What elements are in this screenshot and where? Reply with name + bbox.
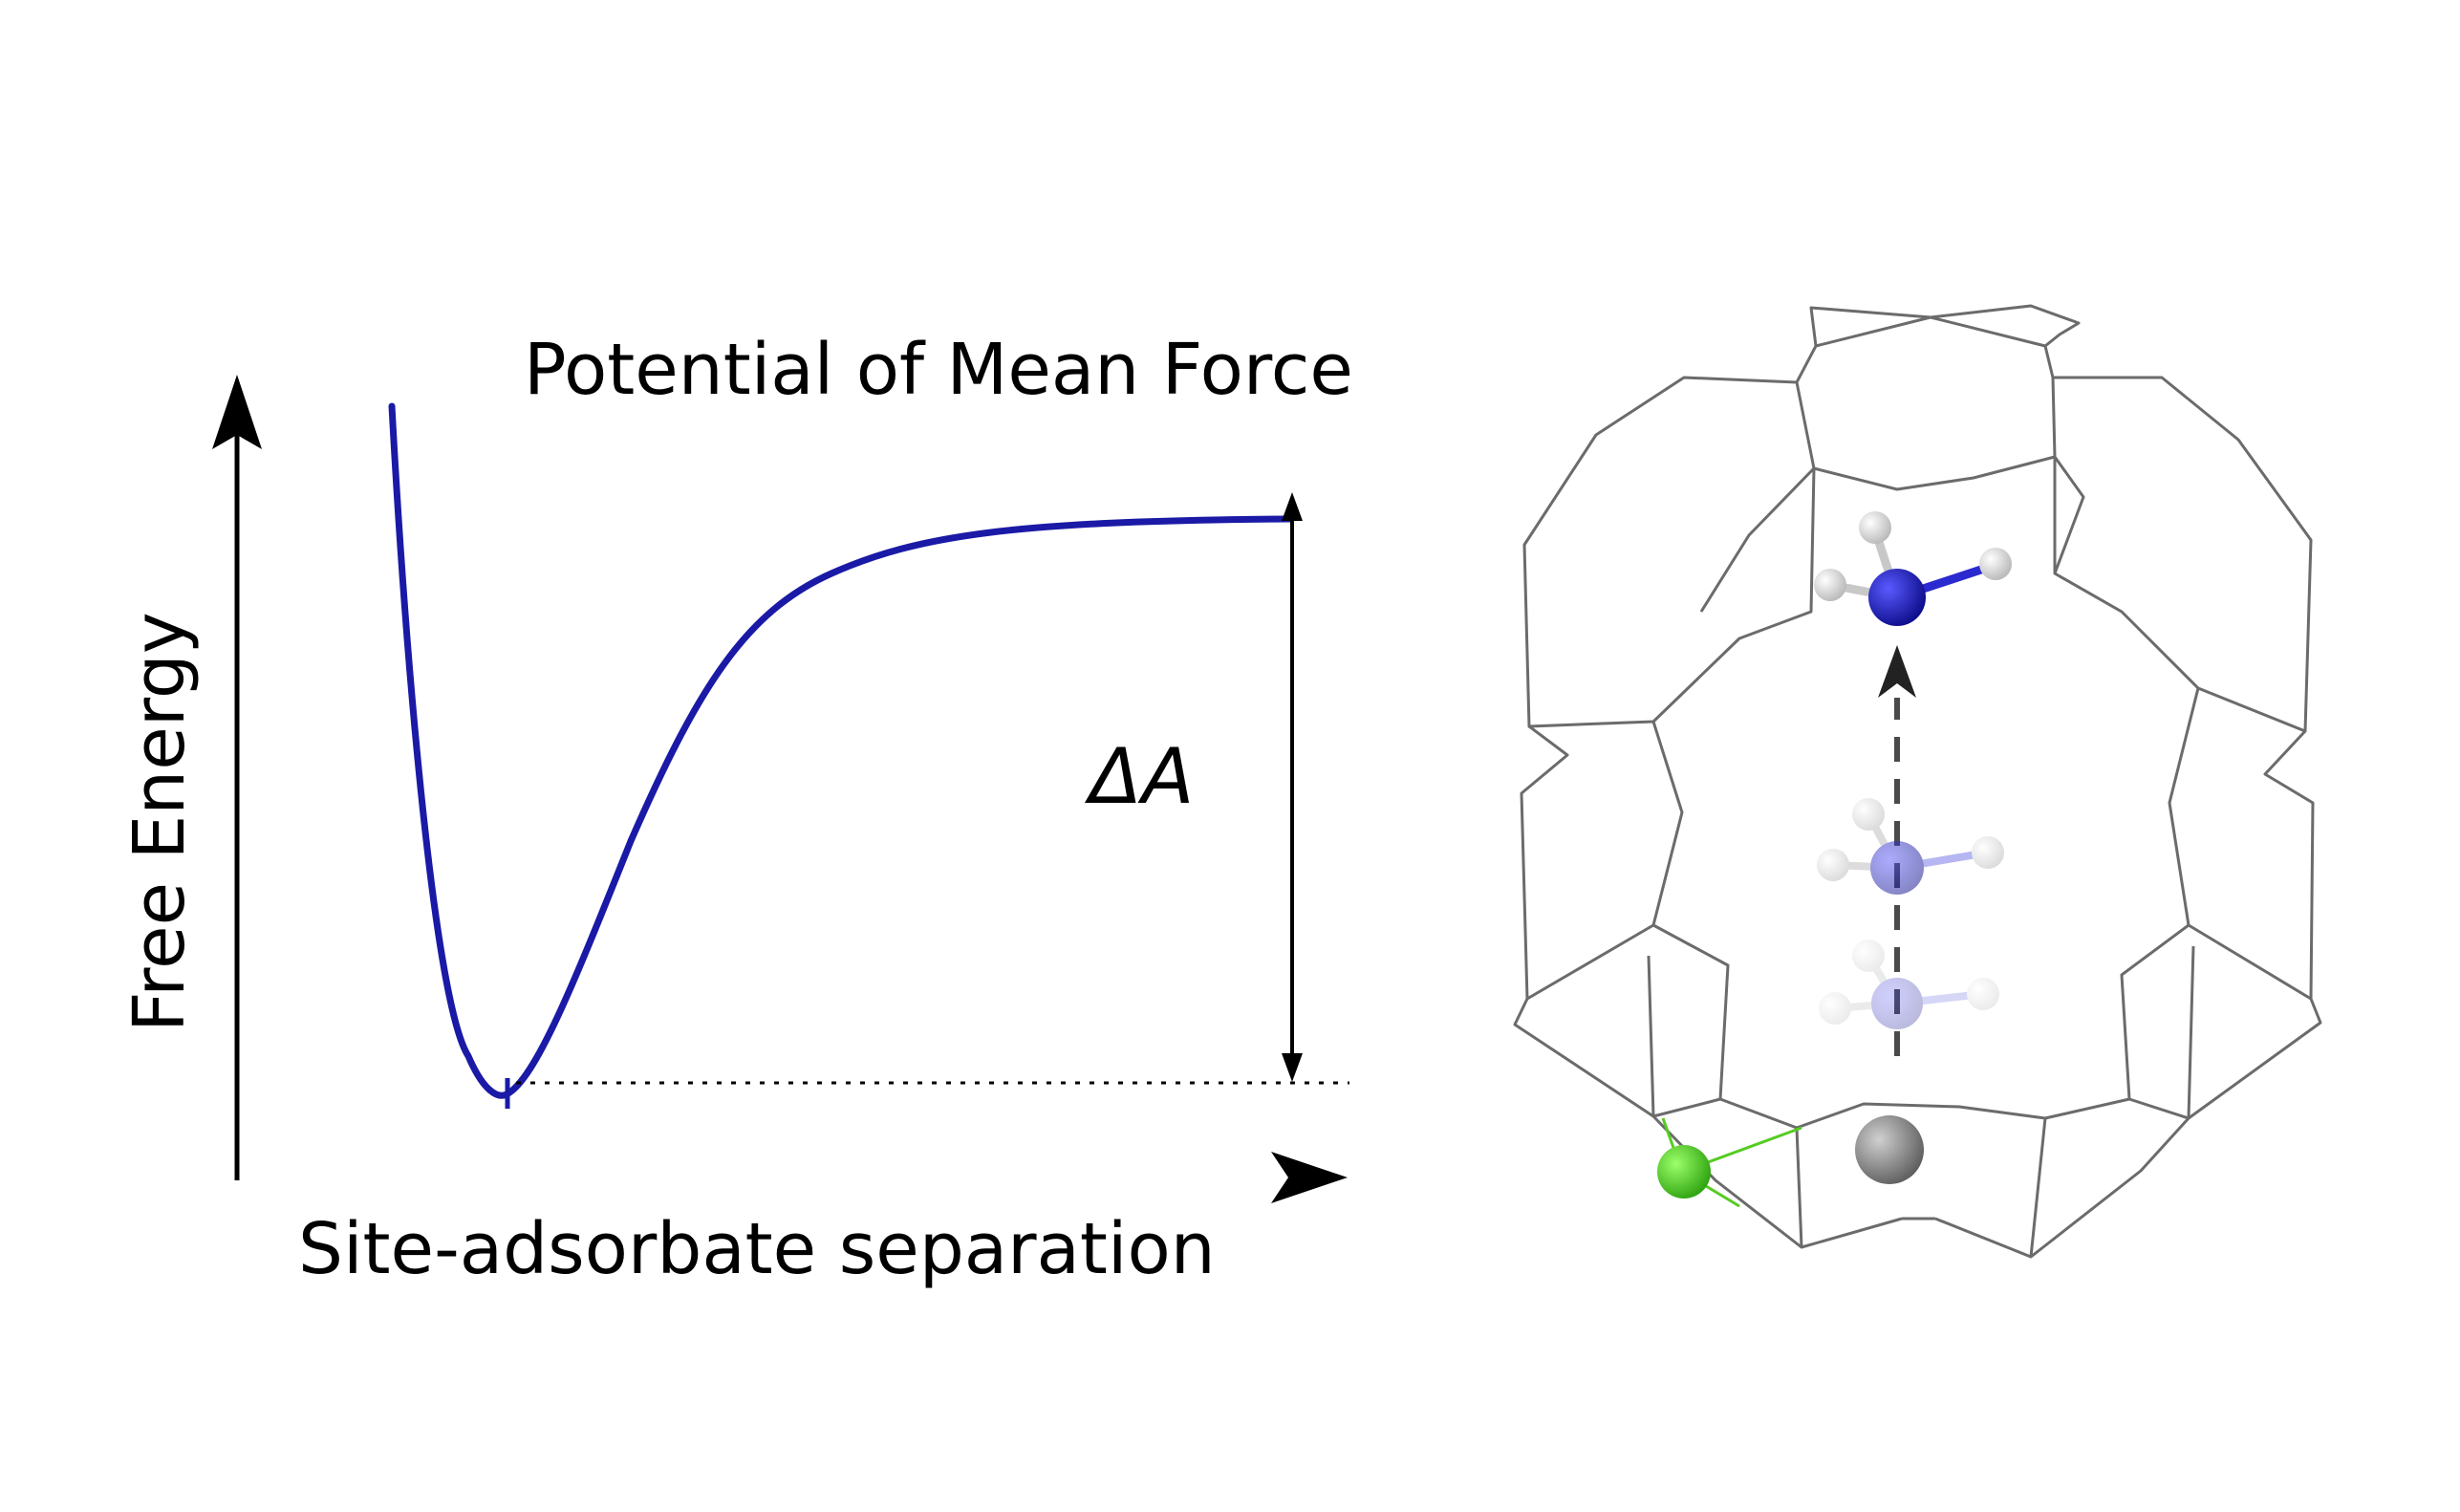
framework-wireframe [1513,304,2322,1259]
delta-a-label: ΔA [1084,732,1194,821]
ammonia-adsorbed [1814,511,2012,626]
cation-sphere [1855,1115,1924,1184]
x-axis-label: Site-adsorbate separation [298,1208,1216,1290]
ammonia-faint-lowest [1819,940,1999,1029]
pmf-curve [388,402,1294,1099]
adsorbate-path-arrowhead-icon [1878,645,1916,698]
delta-a-top-arrowhead-icon [1282,492,1303,521]
metal-site-sphere [1657,1145,1711,1199]
x-axis-arrowhead-icon [1271,1152,1348,1203]
delta-a-bottom-arrowhead-icon [1282,1053,1303,1082]
plot-title: Potential of Mean Force [524,329,1353,411]
ammonia-faint-middle [1817,798,2004,895]
zeolite-cage-illustration [1513,304,2322,1259]
y-axis-arrowhead-icon [212,375,262,449]
y-axis-label: Free Energy [119,612,201,1032]
pmf-plot: Potential of Mean Force Free Energy Site… [119,329,1353,1290]
